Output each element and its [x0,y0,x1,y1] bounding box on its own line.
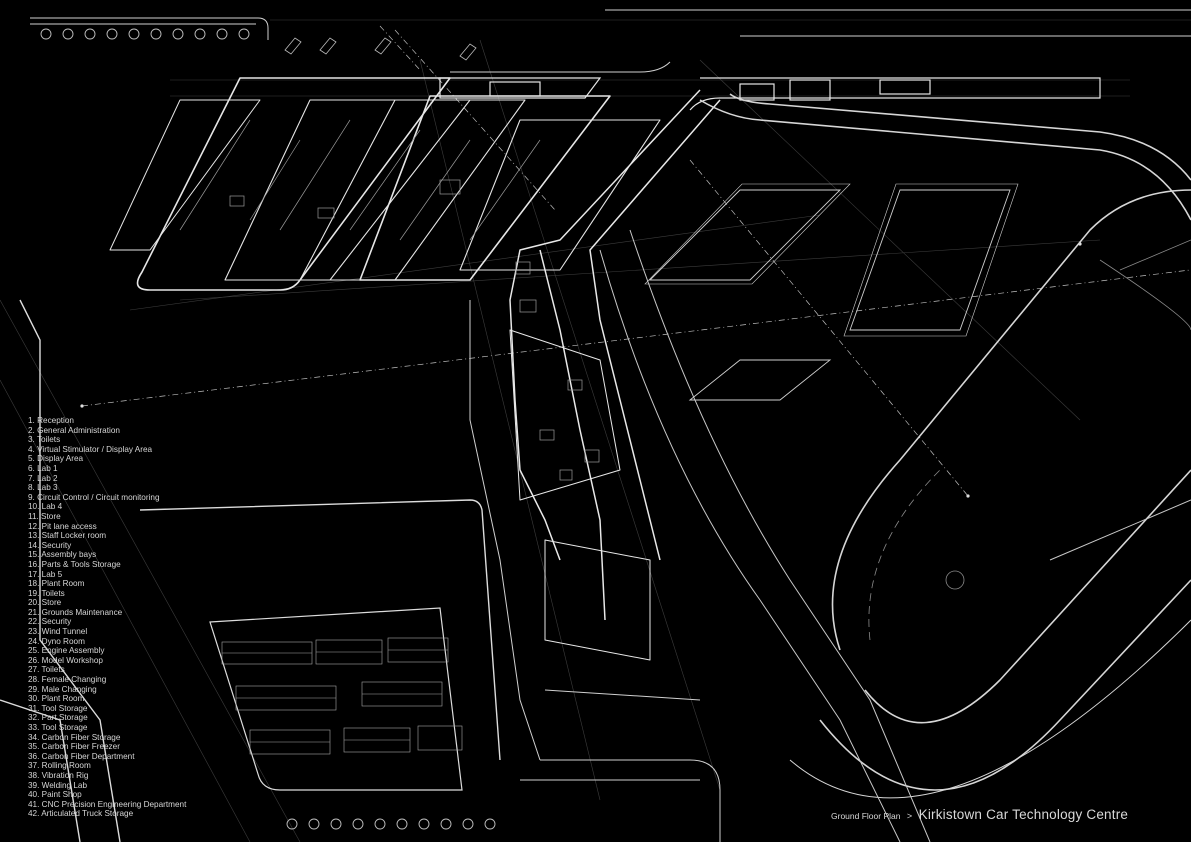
legend-item: 33. Tool Storage [28,723,88,732]
legend-item: 18. Plant Room [28,579,85,589]
legend-item: 21. Grounds Maintenance [28,607,123,617]
drawing-title: Kirkistown Car Technology Centre [918,807,1129,822]
legend-item: 40. Paint Shop [28,790,82,800]
circuit-infield [868,239,1191,641]
pit-zone-outlines [644,183,1019,401]
legend-item: 17. Lab 5 [28,569,63,579]
legend-item: 3. Toilets [28,435,61,445]
race-circuit [699,93,1191,799]
legend-item: 14. Security [28,540,72,550]
top-boundary-road [30,9,1191,73]
legend-item: 38. Vibration Rig [28,770,89,780]
title-block: Ground Floor Plan > Kirkistown Car Techn… [831,806,1128,824]
legend-item: 1. Reception [28,416,74,425]
legend-item: 10. Lab 4 [28,502,63,512]
legend-item: 42. Articulated Truck Storage [28,809,134,819]
tree-row-top [40,28,250,40]
legend-item: 26. Model Workshop [28,655,103,665]
legend-item: 4. Virtual Stimulator / Display Area [28,444,153,454]
legend-item: 7. Lab 2 [28,473,58,483]
drawing-subtitle: Ground Floor Plan [831,811,901,821]
legend-item: 41. CNC Precision Engineering Department [28,799,187,809]
legend-item: 23. Wind Tunnel [28,627,88,637]
upper-building-bar [439,77,1101,111]
legend-item: 13. Staff Locker room [28,531,107,541]
legend-item: 20. Store [28,598,62,608]
workshop-wings [109,77,661,291]
tree-row-bottom [286,818,496,830]
legend-item: 32. Part Storage [28,713,88,723]
legend-item: 36. Carbon Fiber Department [28,751,135,761]
legend-item: 15. Assembly bays [28,550,97,560]
legend-item: 30. Plant Room [28,694,85,704]
legend-item: 2. General Administration [28,425,120,435]
legend-item: 9. Circuit Control / Circuit monitoring [28,492,160,502]
access-road-right [599,229,1191,842]
central-spine [509,89,721,661]
legend-item: 8. Lab 3 [28,483,58,493]
legend-item: 5. Display Area [28,454,84,464]
legend-item: 34. Carbon Fiber Storage [28,732,121,742]
legend-item: 6. Lab 1 [28,463,58,473]
legend-item: 24. Dyno Room [28,636,85,646]
legend-item: 37. Rolling Room [28,761,91,771]
legend-item: 25. Engine Assembly [28,646,105,656]
legend-item: 39. Welding Lab [28,780,88,790]
legend-item: 19. Toilets [28,588,65,598]
spine-rooms [515,261,600,481]
podium-edge [469,300,721,842]
workshop-internal-walls [179,119,541,241]
legend-item: 35. Carbon Fiber Freezer [28,742,120,752]
legend-item: 22. Security [28,617,72,627]
legend-item: 28. Female Changing [28,675,107,685]
legend-item: 12. Pit lane access [28,521,97,531]
dimension-markers [80,242,1082,498]
legend-item: 29. Male Changing [28,684,97,694]
car-park-bays [221,637,463,755]
title-separator: > [906,811,913,821]
legend-item: 11. Store [28,511,61,521]
setting-out-lines [81,25,1191,497]
legend-item: 16. Parts & Tools Storage [28,559,121,569]
parking-bays-top [284,37,477,61]
legend-item: 31. Tool Storage [28,703,88,713]
legend-item: 27. Toilets [28,665,65,675]
car-park [0,299,501,842]
